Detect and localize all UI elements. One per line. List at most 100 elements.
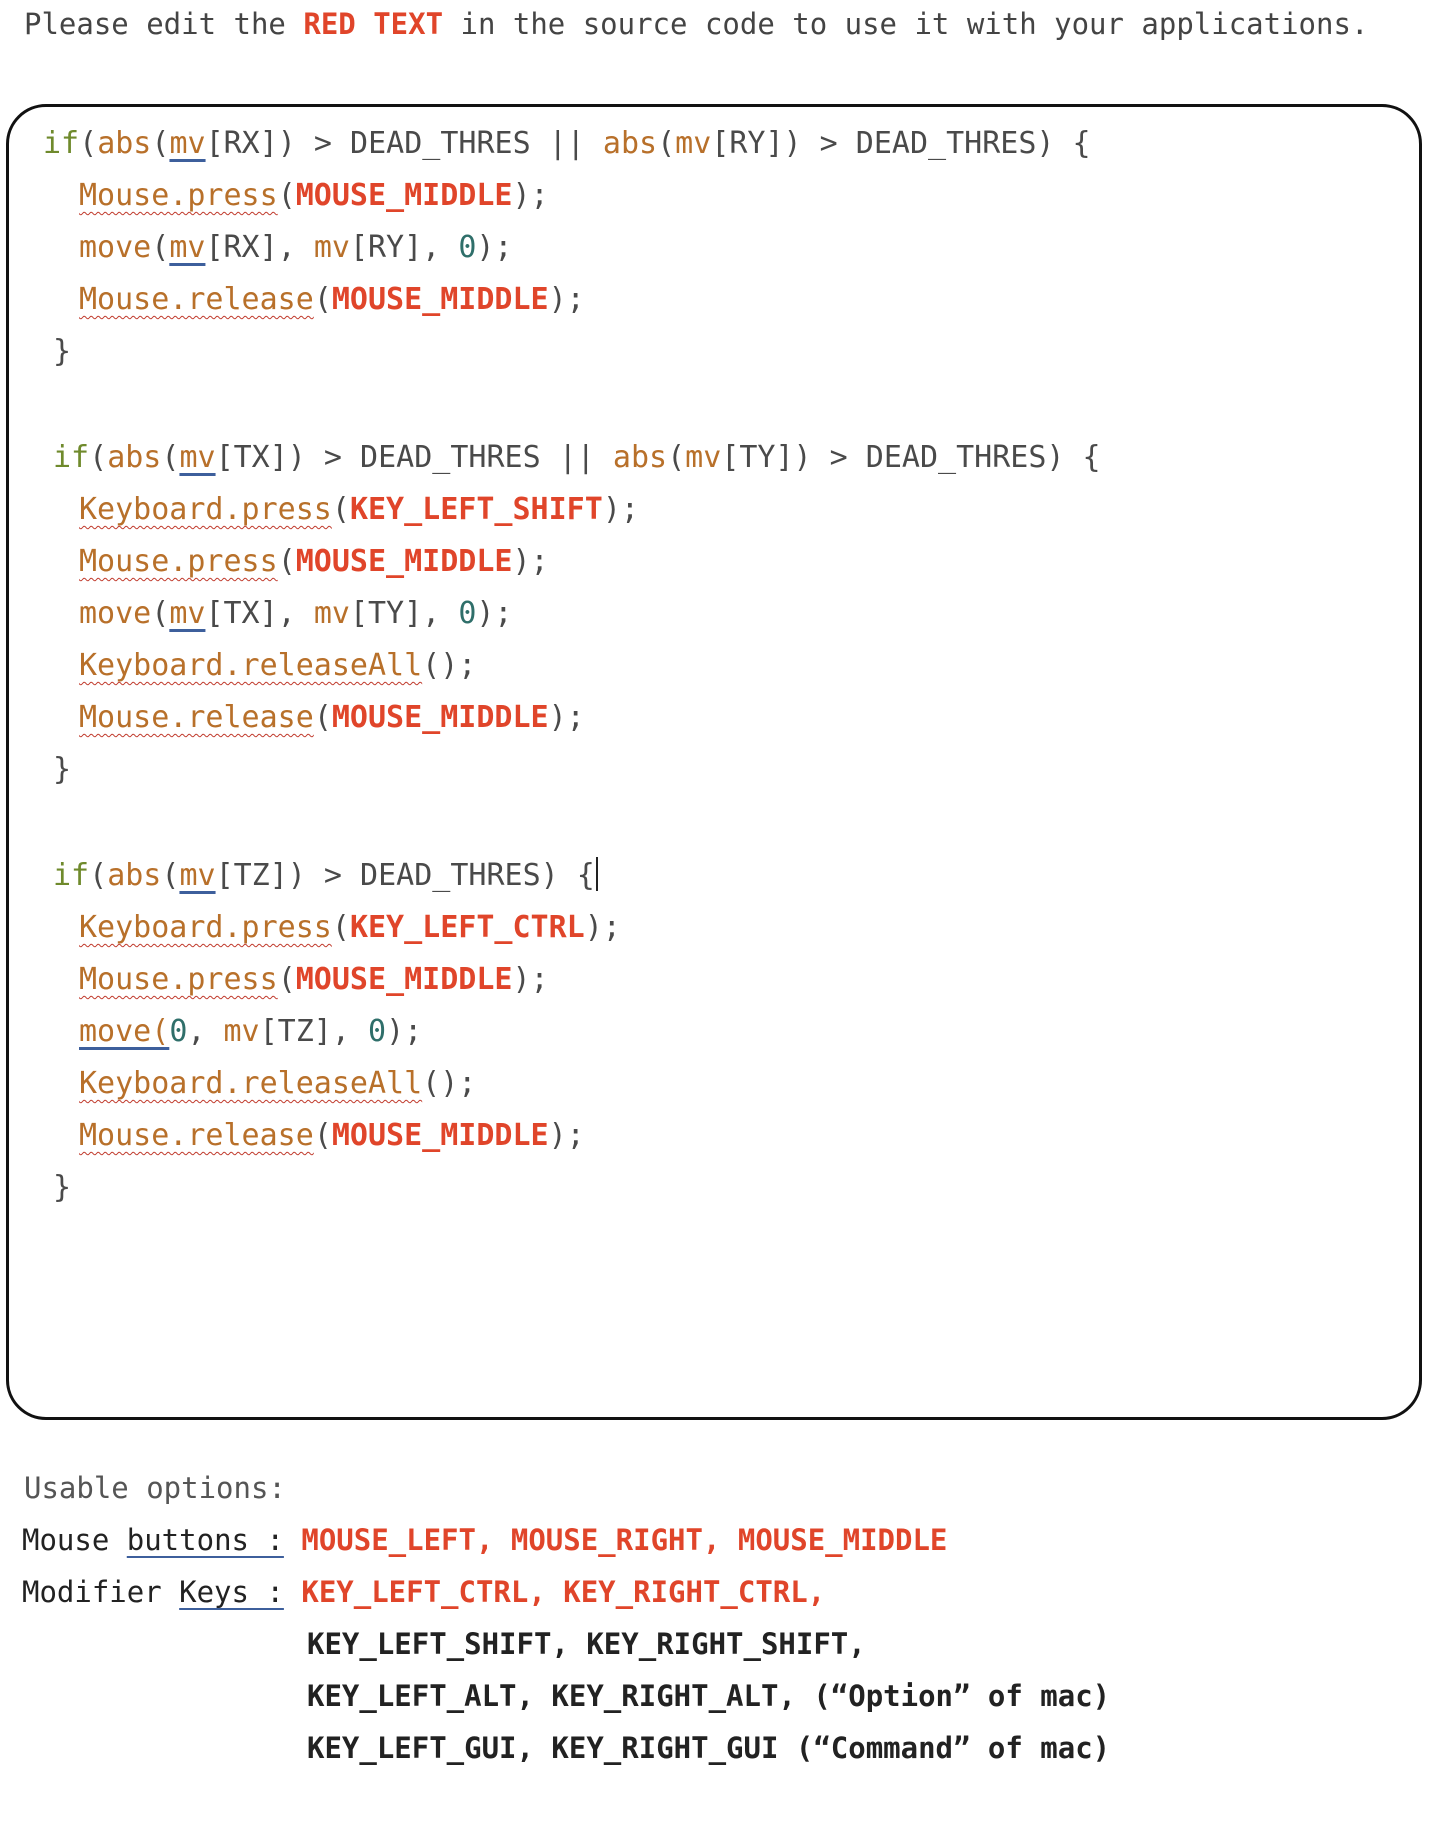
mouse-buttons-line: Mouse buttons : MOUSE_LEFT, MOUSE_RIGHT,… [22,1520,947,1560]
call-keyboard-release-all: Keyboard.releaseAll [79,1066,423,1101]
code-token: ( [79,126,98,161]
fn-abs: abs [107,440,162,475]
modifier-values-line: KEY_LEFT_SHIFT, KEY_RIGHT_SHIFT, [307,1627,866,1661]
var-mv: mv [179,858,216,893]
var-mv: mv [313,230,350,265]
code-token: ( [151,126,170,161]
code-token: [RX]) [205,126,296,161]
code-token: [TY]) [721,440,812,475]
red-arg: MOUSE_MIDDLE [331,700,549,735]
code-line-mouse-release: Mouse.release(MOUSE_MIDDLE); [79,1118,585,1153]
red-arg: MOUSE_MIDDLE [295,962,513,997]
code-token: > DEAD_THRES) { [801,126,1091,161]
code-line-keyboard-release-all: Keyboard.releaseAll(); [79,646,476,686]
code-token: [TZ]) [215,858,306,893]
code-token: [RY]) [711,126,802,161]
code-line-keyboard-press: Keyboard.press(KEY_LEFT_CTRL); [79,910,621,945]
call-keyboard-press: Keyboard.press [79,492,332,527]
modifier-label-underlined: Keys : [179,1575,284,1609]
code-token: [TZ], [259,1014,368,1049]
code-token: (); [422,648,477,683]
number: 0 [368,1014,387,1049]
code-token: [TX], [205,596,314,631]
code-block: if(abs(mv[RX]) > DEAD_THRES || abs(mv[RY… [6,104,1422,1420]
code-line-if-tx-ty: if(abs(mv[TX]) > DEAD_THRES || abs(mv[TY… [53,440,1101,475]
code-token: [TY], [349,596,459,631]
var-mv: mv [223,1014,260,1049]
modifier-values-line: KEY_LEFT_ALT, KEY_RIGHT_ALT, (“Option” o… [307,1679,1111,1713]
text-caret [595,857,598,891]
code-token: (); [422,1066,477,1101]
code-line-if-rx-ry: if(abs(mv[RX]) > DEAD_THRES || abs(mv[RY… [43,124,1091,164]
var-mv: mv [685,440,722,475]
modifier-values-line: KEY_LEFT_GUI, KEY_RIGHT_GUI (“Command” o… [307,1731,1111,1765]
code-token: ); [476,230,513,265]
fn-abs: abs [97,126,152,161]
code-line-move: move(0, mv[TZ], 0); [79,1014,423,1049]
var-mv: mv [169,230,206,265]
modifier-keys-line: Modifier Keys : KEY_LEFT_CTRL, KEY_RIGHT… [22,1572,825,1612]
fn-move: move [79,230,152,265]
code-line-move: move(mv[RX], mv[RY], 0); [79,228,513,268]
var-mv: mv [169,126,206,161]
call-mouse-press: Mouse.press [79,962,278,997]
fn-abs: abs [602,126,658,161]
code-line-mouse-press: Mouse.press(MOUSE_MIDDLE); [79,178,549,213]
keyword-if: if [53,858,90,893]
keyword-if: if [43,126,80,161]
code-token: > DEAD_THRES || [305,440,613,475]
mouse-label: Mouse [22,1523,127,1557]
number: 0 [458,230,477,265]
modifier-label: Modifier [22,1575,180,1609]
usable-options-title: Usable options: [24,1471,286,1505]
code-line-mouse-press: Mouse.press(MOUSE_MIDDLE); [79,962,549,997]
fn-abs: abs [107,858,162,893]
intro-red-text: RED TEXT [303,7,444,41]
intro-text: Please edit the RED TEXT in the source c… [24,4,1368,44]
var-mv: mv [179,440,216,475]
call-mouse-release: Mouse.release [79,1118,314,1153]
call-keyboard-release-all: Keyboard.releaseAll [79,648,423,683]
call-mouse-press: Mouse.press [79,544,278,579]
code-token: [RX], [205,230,314,265]
intro-before: Please edit the [24,7,304,41]
call-mouse-release: Mouse.release [79,282,314,317]
number: 0 [169,1014,188,1049]
red-arg: KEY_LEFT_CTRL [349,910,585,945]
code-token: [RY], [349,230,459,265]
code-line-keyboard-press: Keyboard.press(KEY_LEFT_SHIFT); [79,492,639,527]
red-arg: MOUSE_MIDDLE [331,282,549,317]
code-token: > DEAD_THRES) { [811,440,1101,475]
red-arg: MOUSE_MIDDLE [295,544,513,579]
code-line-mouse-release: Mouse.release(MOUSE_MIDDLE); [79,282,585,317]
red-arg: KEY_LEFT_SHIFT [349,492,603,527]
code-token: ( [657,126,676,161]
code-token: [TX]) [215,440,306,475]
code-token: , [187,1014,224,1049]
fn-move: move( [79,1014,170,1049]
var-mv: mv [675,126,712,161]
var-mv: mv [169,596,206,631]
code-line-close-brace: } [53,752,72,787]
code-line-mouse-press: Mouse.press(MOUSE_MIDDLE); [79,544,549,579]
red-arg: MOUSE_MIDDLE [331,1118,549,1153]
code-line-mouse-release: Mouse.release(MOUSE_MIDDLE); [79,700,585,735]
number: 0 [458,596,477,631]
call-mouse-release: Mouse.release [79,700,314,735]
modifier-values-line: KEY_LEFT_CTRL, KEY_RIGHT_CTRL, [301,1575,826,1609]
code-token: > DEAD_THRES) { [305,858,595,893]
code-token: > DEAD_THRES || [295,126,603,161]
code-line-if-tz: if(abs(mv[TZ]) > DEAD_THRES) { [53,856,598,896]
red-arg: MOUSE_MIDDLE [295,178,513,213]
code-token: ( [151,230,170,265]
code-line-keyboard-release-all: Keyboard.releaseAll(); [79,1064,476,1104]
var-mv: mv [313,596,350,631]
code-line-close-brace: } [53,334,72,369]
fn-abs: abs [612,440,668,475]
fn-move: move [79,596,152,631]
call-keyboard-press: Keyboard.press [79,910,332,945]
keyword-if: if [53,440,90,475]
call-mouse-press: Mouse.press [79,178,278,213]
code-line-move: move(mv[TX], mv[TY], 0); [79,596,513,631]
intro-after: in the source code to use it with your a… [443,7,1369,41]
